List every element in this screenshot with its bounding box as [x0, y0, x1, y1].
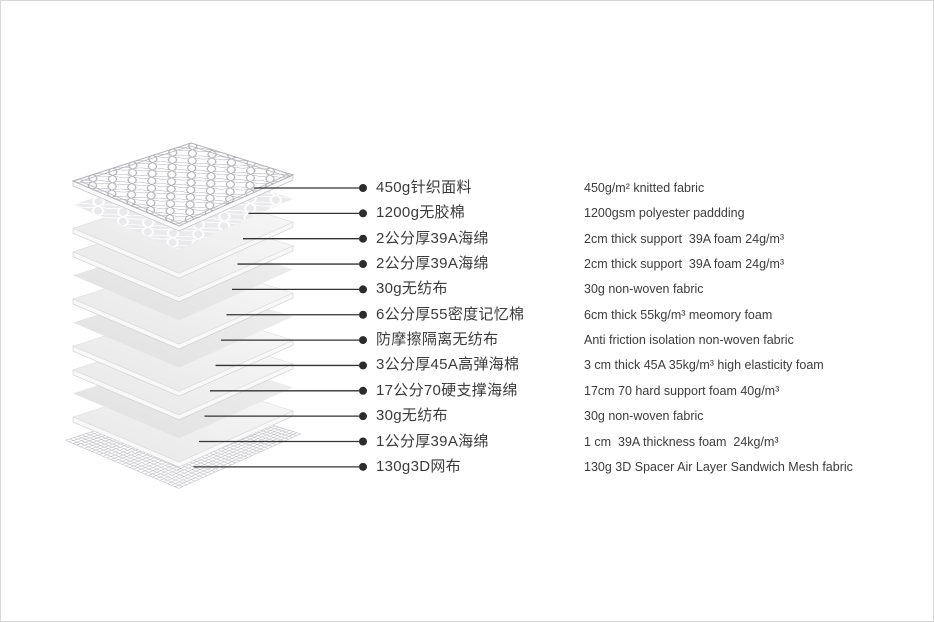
layer-label-en: 30g non-woven fabric — [584, 282, 704, 296]
layer-row: 1公分厚39A海绵 1 cm 39A thickness foam 24kg/m… — [1, 430, 933, 454]
layer-label-zh: 130g3D网布 — [376, 458, 461, 475]
layer-row: 450g针织面料 450g/m² knitted fabric — [1, 176, 933, 200]
layer-label-zh: 17公分70硬支撑海绵 — [376, 382, 518, 399]
leader-dot — [359, 412, 367, 421]
layer-label-en: 2cm thick support 39A foam 24g/m³ — [584, 257, 785, 271]
layer-row: 防摩擦隔离无纺布 Anti friction isolation non-wov… — [1, 328, 933, 352]
leader-dot — [359, 437, 367, 446]
layer-label-zh: 450g针织面料 — [376, 179, 472, 196]
layer-label-zh: 防摩擦隔离无纺布 — [376, 331, 499, 348]
layer-label-en: Anti friction isolation non-woven fabric — [584, 333, 794, 347]
leader-dot — [359, 386, 367, 395]
leader-dot — [359, 310, 367, 319]
layer-label-en: 17cm 70 hard support foam 40g/m³ — [584, 384, 780, 398]
layer-label-zh: 2公分厚39A海绵 — [376, 230, 489, 247]
leader-dot — [359, 462, 367, 471]
leader-dot — [359, 234, 367, 243]
layer-label-zh: 1200g无胶棉 — [376, 204, 466, 221]
layer-row: 2公分厚39A海绵 2cm thick support 39A foam 24g… — [1, 252, 933, 276]
layer-row: 130g3D网布 130g 3D Spacer Air Layer Sandwi… — [1, 455, 933, 479]
layer-row: 30g无纺布 30g non-woven fabric — [1, 404, 933, 428]
layer-label-en: 1 cm 39A thickness foam 24kg/m³ — [584, 435, 779, 449]
layer-label-en: 6cm thick 55kg/m³ meomory foam — [584, 308, 773, 322]
layer-label-en: 3 cm thick 45A 35kg/m³ high elasticity f… — [584, 358, 824, 372]
layer-label-en: 30g non-woven fabric — [584, 409, 704, 423]
leader-dot — [359, 361, 367, 370]
layer-row: 30g无纺布 30g non-woven fabric — [1, 277, 933, 301]
leader-dot — [359, 336, 367, 345]
leader-dot — [359, 285, 367, 294]
layer-label-zh: 1公分厚39A海绵 — [376, 433, 489, 450]
layer-row: 3公分厚45A高弹海棉 3 cm thick 45A 35kg/m³ high … — [1, 353, 933, 377]
leader-dot — [359, 260, 367, 269]
layer-label-zh: 30g无纺布 — [376, 280, 448, 297]
layer-label-en: 450g/m² knitted fabric — [584, 181, 705, 195]
layer-label-en: 130g 3D Spacer Air Layer Sandwich Mesh f… — [584, 460, 853, 474]
leader-dot — [359, 209, 367, 218]
layer-label-zh: 2公分厚39A海绵 — [376, 255, 489, 272]
layer-label-zh: 30g无纺布 — [376, 407, 448, 424]
leader-dot — [359, 184, 367, 192]
layer-row: 1200g无胶棉 1200gsm polyester paddding — [1, 201, 933, 225]
layer-label-zh: 3公分厚45A高弹海棉 — [376, 356, 520, 373]
layer-row: 2公分厚39A海绵 2cm thick support 39A foam 24g… — [1, 227, 933, 251]
layer-row: 6公分厚55密度记忆棉 6cm thick 55kg/m³ meomory fo… — [1, 303, 933, 327]
layer-label-zh: 6公分厚55密度记忆棉 — [376, 306, 525, 323]
layer-label-en: 2cm thick support 39A foam 24g/m³ — [584, 232, 785, 246]
layer-row: 17公分70硬支撑海绵 17cm 70 hard support foam 40… — [1, 379, 933, 403]
layer-label-en: 1200gsm polyester paddding — [584, 206, 745, 220]
